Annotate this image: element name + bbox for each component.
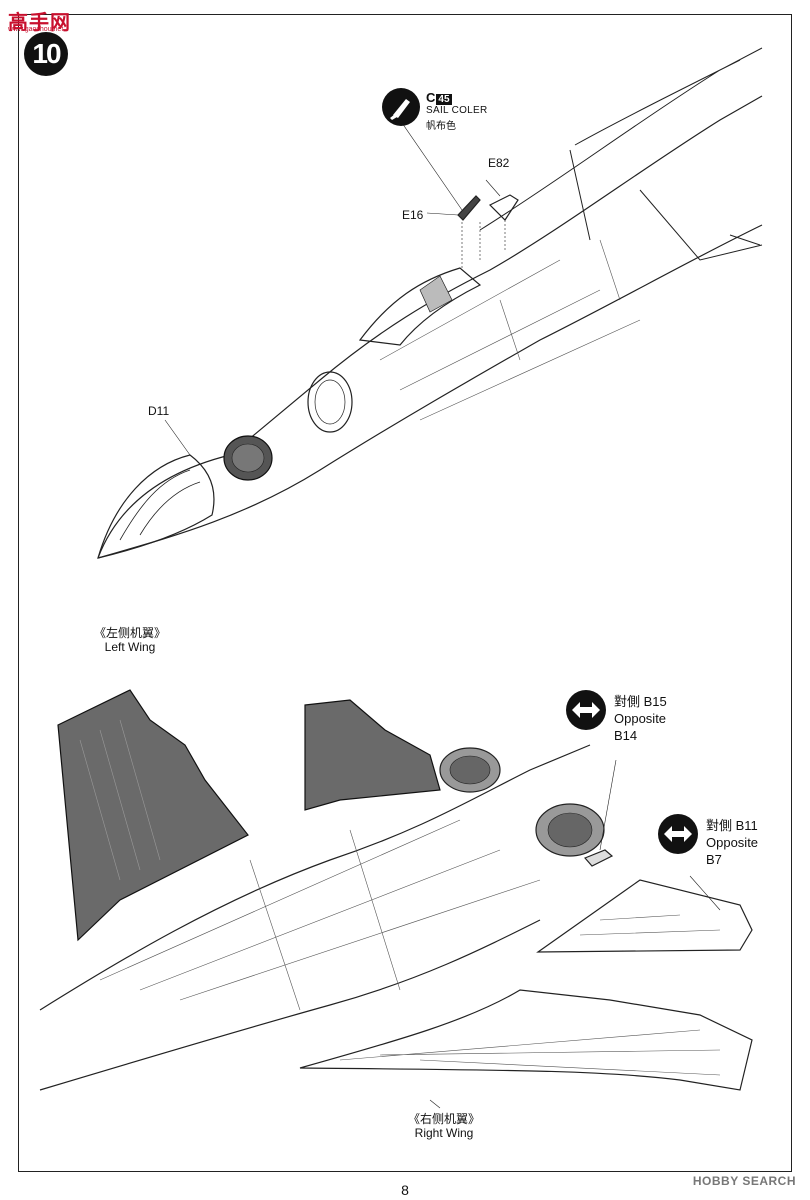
part-label-d11: D11 <box>148 404 170 418</box>
double-arrow-icon <box>566 690 606 730</box>
paint-name-en: SAIL COLER <box>426 105 488 116</box>
site-logo: 高手网 <box>8 12 71 34</box>
double-arrow-icon <box>658 814 698 854</box>
canopy-part-e82 <box>488 194 519 221</box>
opposite-b15-line3: B14 <box>614 728 638 743</box>
lower-fuselage-outline <box>39 744 591 1011</box>
left-wing-label-cn: 《左侧机翼》 <box>93 626 166 640</box>
left-wing-label-en: Left Wing <box>104 640 156 654</box>
paint-name-cn: 帆布色 <box>426 121 456 132</box>
page-frame <box>18 14 792 1172</box>
vertical-tail <box>304 699 441 811</box>
nose-cone <box>97 454 215 559</box>
paint-code-number: 45 <box>436 94 452 105</box>
opposite-b15-line1: 對側 B15 <box>614 694 667 709</box>
part-label-e82: E82 <box>488 156 510 170</box>
left-wing <box>57 689 249 942</box>
paint-code-letter: C <box>426 90 436 105</box>
right-wing-label-en: Right Wing <box>414 1126 474 1140</box>
opposite-b11-line1: 對側 B11 <box>706 818 758 833</box>
watermark: HOBBY SEARCH <box>692 1174 796 1188</box>
page-number: 8 <box>401 1182 409 1198</box>
site-logo-url: www.gaoshou.net <box>8 26 64 33</box>
step-number-badge: 10 <box>24 32 68 76</box>
right-wing-label-cn: 《右侧机翼》 <box>407 1112 480 1126</box>
right-wing <box>299 989 753 1091</box>
horizontal-stabilizer <box>536 879 753 953</box>
opposite-b15-line2: Opposite <box>614 711 667 726</box>
part-e16 <box>457 195 481 221</box>
opposite-b11-line3: B7 <box>706 852 722 867</box>
part-b15 <box>583 849 614 867</box>
cockpit <box>358 267 482 346</box>
paint-brush-icon <box>382 88 420 126</box>
upper-fuselage-outline <box>97 95 763 559</box>
part-label-e16: E16 <box>402 208 424 222</box>
opposite-b11-line2: Opposite <box>706 835 759 850</box>
